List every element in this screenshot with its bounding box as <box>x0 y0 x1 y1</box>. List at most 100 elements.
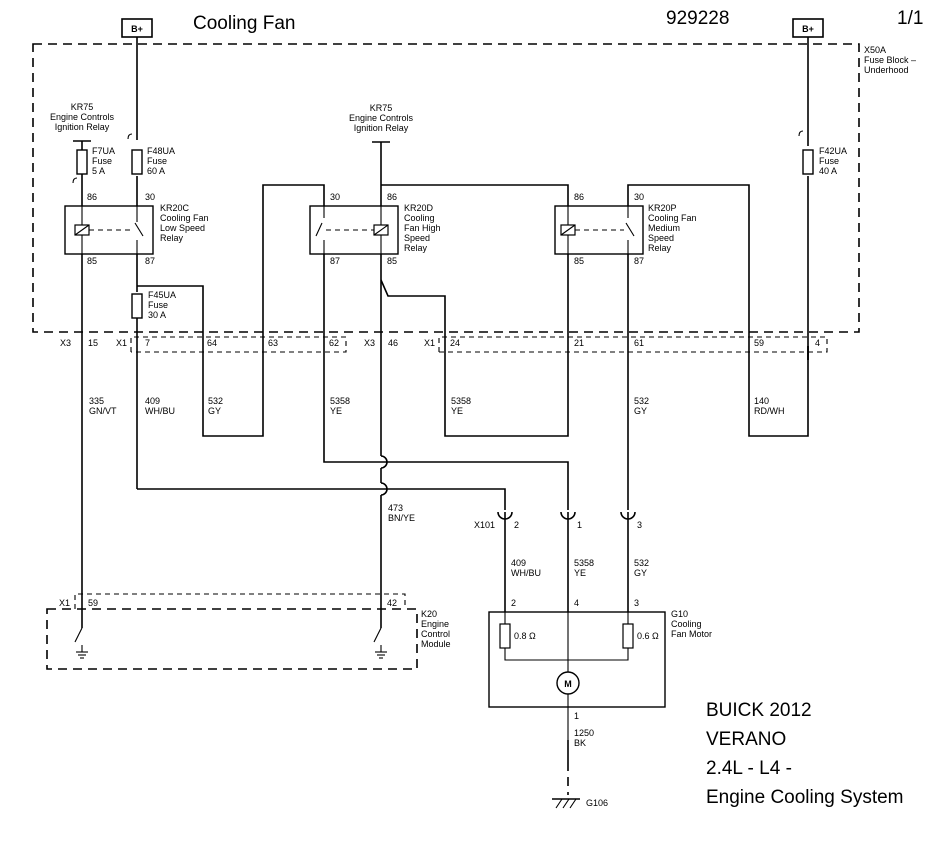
svg-text:4: 4 <box>574 598 579 608</box>
svg-text:63: 63 <box>268 338 278 348</box>
svg-text:532: 532 <box>634 396 649 406</box>
svg-text:409: 409 <box>145 396 160 406</box>
svg-text:Fan High: Fan High <box>404 223 441 233</box>
svg-text:KR75: KR75 <box>71 102 94 112</box>
svg-text:KR20D: KR20D <box>404 203 434 213</box>
svg-text:X1: X1 <box>116 338 127 348</box>
terminal-hook <box>798 130 804 137</box>
svg-text:X1: X1 <box>59 598 70 608</box>
fuse-block-boundary <box>32 43 860 333</box>
svg-text:140: 140 <box>754 396 769 406</box>
fuse-block-label: X50A Fuse Block – Underhood <box>864 45 916 75</box>
svg-text:Cooling Fan: Cooling Fan <box>160 213 209 223</box>
page-number: 1/1 <box>897 8 923 29</box>
svg-text:5358: 5358 <box>330 396 350 406</box>
svg-text:Engine Controls: Engine Controls <box>50 112 115 122</box>
svg-text:5358: 5358 <box>451 396 471 406</box>
svg-text:40 A: 40 A <box>819 166 837 176</box>
svg-text:Speed: Speed <box>404 233 430 243</box>
svg-text:59: 59 <box>754 338 764 348</box>
svg-text:62: 62 <box>329 338 339 348</box>
svg-text:Relay: Relay <box>404 243 428 253</box>
svg-text:3: 3 <box>634 598 639 608</box>
svg-text:X3: X3 <box>60 338 71 348</box>
ground-g106: G106 <box>552 798 608 809</box>
svg-text:2.4L - L4 -: 2.4L - L4 - <box>706 758 792 779</box>
svg-text:61: 61 <box>634 338 644 348</box>
svg-text:Relay: Relay <box>160 233 184 243</box>
svg-text:YE: YE <box>451 406 463 416</box>
svg-text:86: 86 <box>574 192 584 202</box>
svg-text:5358: 5358 <box>574 558 594 568</box>
svg-text:Fuse: Fuse <box>819 156 839 166</box>
terminal-hook <box>72 177 78 184</box>
svg-text:409: 409 <box>511 558 526 568</box>
svg-text:Low Speed: Low Speed <box>160 223 205 233</box>
svg-text:Ignition Relay: Ignition Relay <box>55 122 110 132</box>
connector-x101: X101 2 1 3 <box>474 511 642 530</box>
svg-text:Engine Cooling System: Engine Cooling System <box>706 787 904 808</box>
svg-text:GY: GY <box>634 406 647 416</box>
svg-text:64: 64 <box>207 338 217 348</box>
svg-text:4: 4 <box>815 338 820 348</box>
svg-text:F48UA: F48UA <box>147 146 175 156</box>
svg-text:Relay: Relay <box>648 243 672 253</box>
diagram-title: Cooling Fan <box>193 13 295 34</box>
svg-text:87: 87 <box>634 256 644 266</box>
bplus-left-badge: B+ <box>121 18 153 38</box>
svg-text:Control: Control <box>421 629 450 639</box>
fuse-f7ua: F7UA Fuse 5 A <box>76 146 115 176</box>
svg-text:KR20C: KR20C <box>160 203 190 213</box>
relay-kr20c: 86 30 85 87 KR20C Cooling Fan Low Speed … <box>64 192 209 266</box>
svg-text:0.8 Ω: 0.8 Ω <box>514 631 536 641</box>
svg-text:M: M <box>564 679 572 689</box>
svg-text:46: 46 <box>388 338 398 348</box>
svg-text:G10: G10 <box>671 609 688 619</box>
svg-text:X3: X3 <box>364 338 375 348</box>
svg-text:Cooling Fan: Cooling Fan <box>648 213 697 223</box>
fuse-f42ua: F42UA Fuse 40 A <box>802 146 847 176</box>
svg-text:85: 85 <box>574 256 584 266</box>
svg-text:21: 21 <box>574 338 584 348</box>
svg-text:60 A: 60 A <box>147 166 165 176</box>
svg-text:B+: B+ <box>802 24 814 34</box>
svg-text:GY: GY <box>634 568 647 578</box>
svg-text:30: 30 <box>330 192 340 202</box>
kr75-left-connector: KR75 Engine Controls Ignition Relay <box>50 102 115 146</box>
connector-row: X3 15 X1 7 64 63 62 X3 46 X1 24 21 61 59… <box>60 336 828 353</box>
svg-text:473: 473 <box>388 503 403 513</box>
svg-text:G106: G106 <box>586 798 608 808</box>
svg-text:RD/WH: RD/WH <box>754 406 785 416</box>
svg-text:F42UA: F42UA <box>819 146 847 156</box>
svg-text:WH/BU: WH/BU <box>511 568 541 578</box>
svg-text:Ignition Relay: Ignition Relay <box>354 123 409 133</box>
svg-text:24: 24 <box>450 338 460 348</box>
svg-text:15: 15 <box>88 338 98 348</box>
svg-text:87: 87 <box>145 256 155 266</box>
svg-text:KR20P: KR20P <box>648 203 677 213</box>
svg-text:GY: GY <box>208 406 221 416</box>
svg-text:Cooling: Cooling <box>404 213 435 223</box>
svg-text:F45UA: F45UA <box>148 290 176 300</box>
svg-text:BN/YE: BN/YE <box>388 513 415 523</box>
svg-text:X1: X1 <box>424 338 435 348</box>
svg-text:85: 85 <box>387 256 397 266</box>
wires <box>81 37 809 795</box>
vehicle-info: BUICK 2012 VERANO 2.4L - L4 - Engine Coo… <box>706 700 904 808</box>
svg-text:85: 85 <box>87 256 97 266</box>
svg-text:5 A: 5 A <box>92 166 105 176</box>
svg-text:YE: YE <box>574 568 586 578</box>
fuse-f48ua: F48UA Fuse 60 A <box>131 146 175 176</box>
svg-text:87: 87 <box>330 256 340 266</box>
bplus-right-badge: B+ <box>792 18 824 38</box>
relay-kr20d: 30 86 87 85 KR20D Cooling Fan High Speed… <box>309 192 441 266</box>
svg-text:VERANO: VERANO <box>706 729 786 750</box>
svg-text:K20: K20 <box>421 609 437 619</box>
relay-kr20p: 86 30 85 87 KR20P Cooling Fan Medium Spe… <box>554 192 697 266</box>
svg-text:Speed: Speed <box>648 233 674 243</box>
svg-text:2: 2 <box>511 598 516 608</box>
svg-text:Engine Controls: Engine Controls <box>349 113 414 123</box>
svg-text:86: 86 <box>387 192 397 202</box>
svg-text:X101: X101 <box>474 520 495 530</box>
kr75-mid-connector: KR75 Engine Controls Ignition Relay <box>349 103 414 148</box>
